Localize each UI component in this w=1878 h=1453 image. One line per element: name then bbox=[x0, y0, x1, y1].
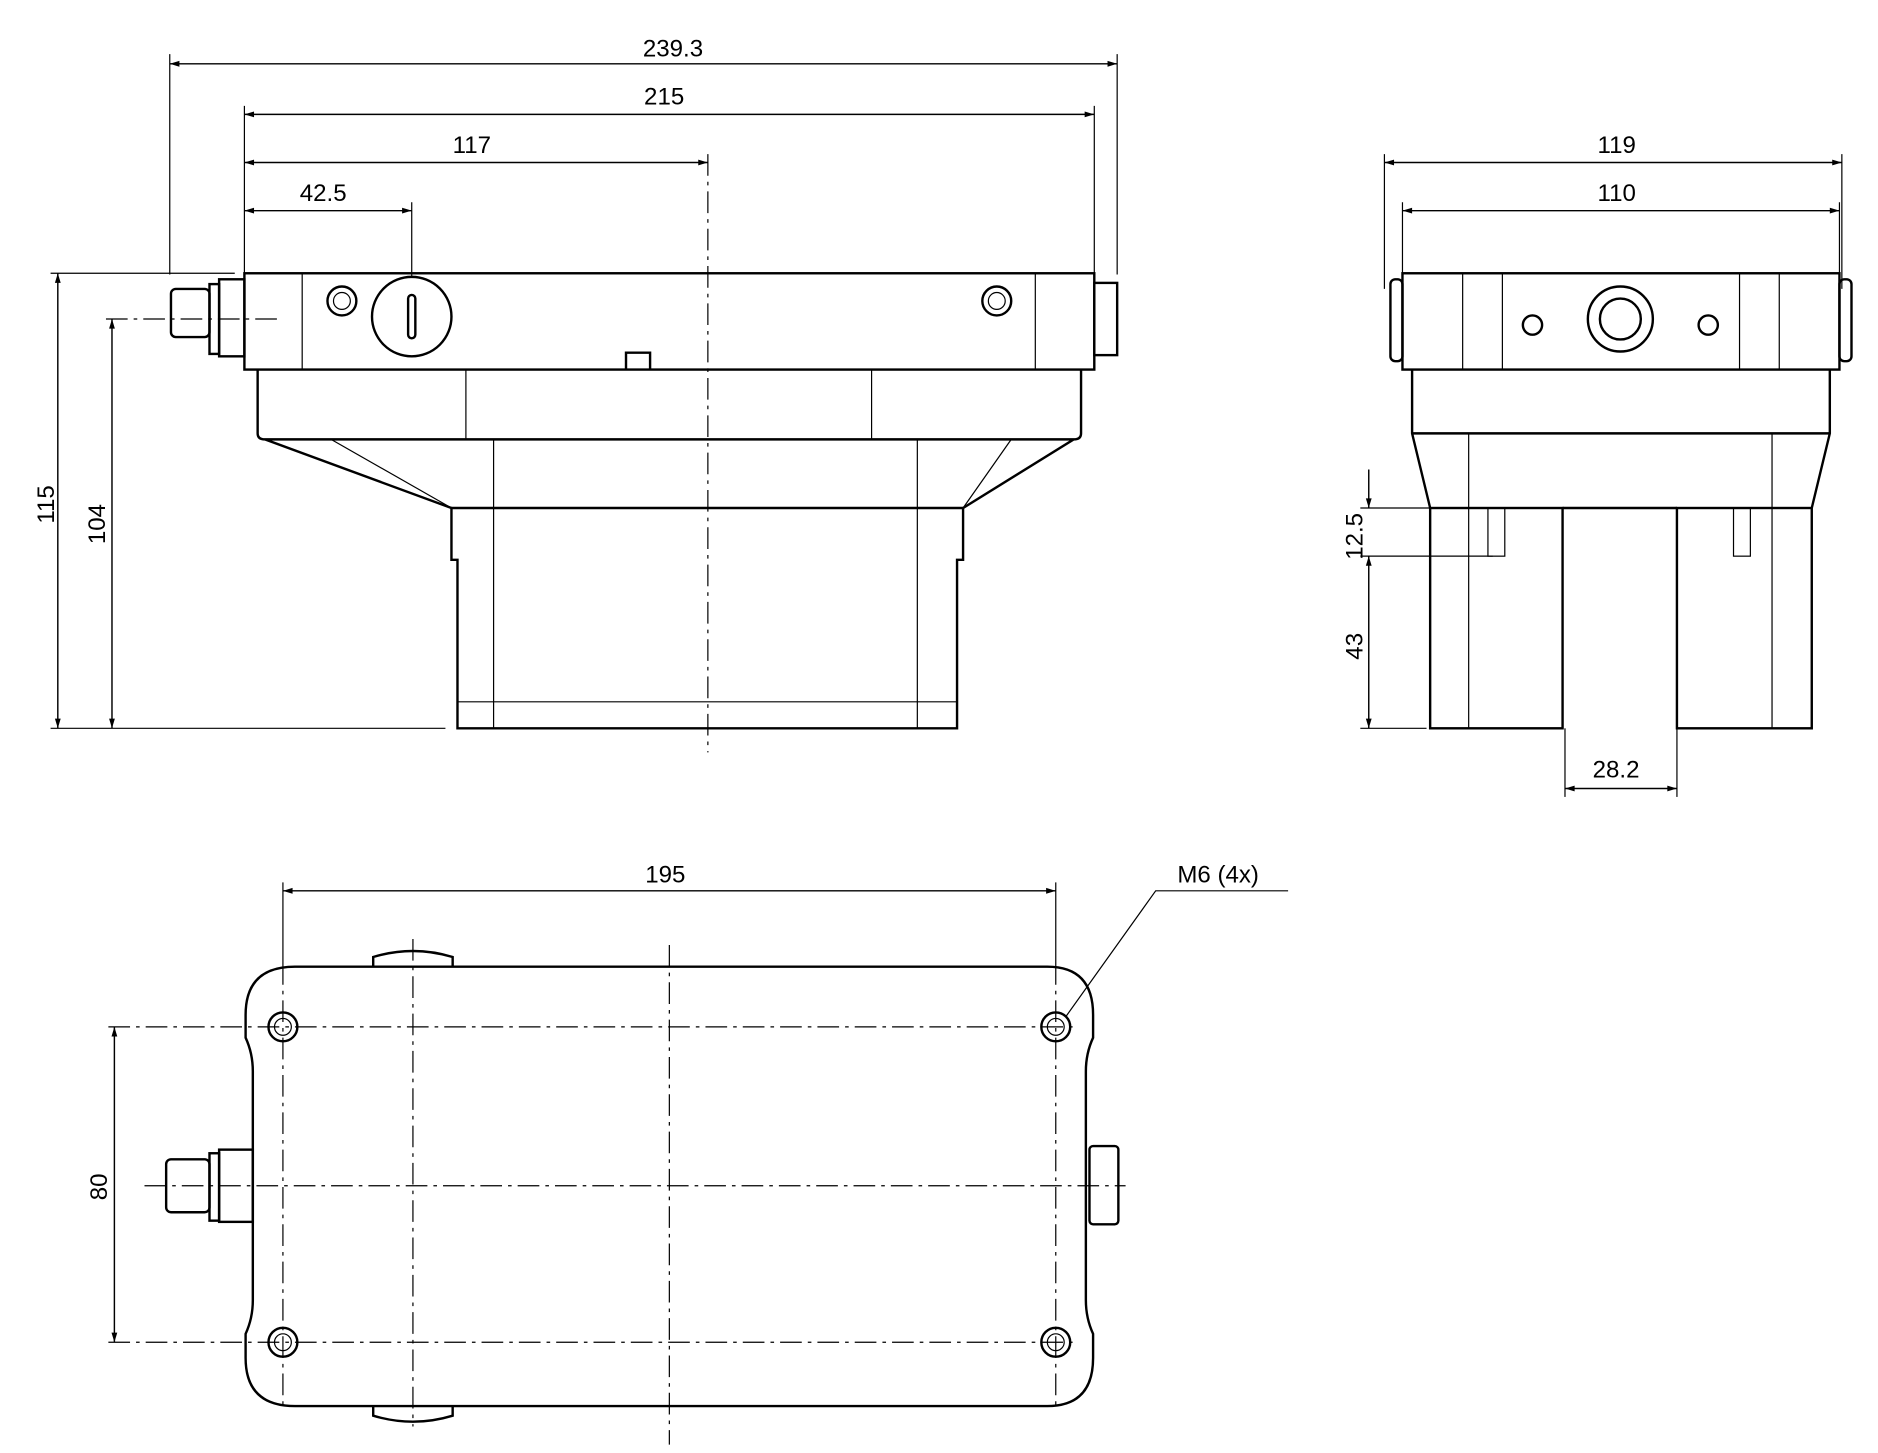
connector-right-bottom bbox=[1088, 1144, 1120, 1226]
screw-icon bbox=[1521, 314, 1544, 336]
dim-117: 117 bbox=[453, 132, 491, 159]
thread-note: M6 (4x) bbox=[1177, 861, 1259, 888]
housing-bottom bbox=[450, 506, 965, 730]
screw-icon bbox=[326, 285, 358, 317]
dim-119: 119 bbox=[1597, 132, 1635, 159]
dim-43: 43 bbox=[1342, 633, 1369, 660]
dim-28-2: 28.2 bbox=[1593, 757, 1640, 784]
screw-icon bbox=[1697, 314, 1720, 336]
side-view: 119 110 12.5 43 28.2 bbox=[1342, 132, 1853, 797]
hole-icon bbox=[267, 1011, 299, 1043]
base-plate bbox=[244, 965, 1095, 1408]
dim-80: 80 bbox=[86, 1173, 113, 1200]
hole-icon bbox=[267, 1326, 299, 1358]
dim-42-5: 42.5 bbox=[300, 180, 347, 207]
dim-239-3: 239.3 bbox=[643, 36, 703, 63]
dim-215: 215 bbox=[644, 84, 684, 111]
bottom-view: 195 M6 (4x) 80 bbox=[86, 861, 1289, 1445]
mounting-holes bbox=[267, 1011, 1072, 1358]
connector-left-bottom bbox=[164, 1148, 255, 1224]
housing-middle bbox=[256, 369, 1083, 510]
cap-icon bbox=[370, 275, 453, 358]
hole-icon bbox=[1040, 1326, 1072, 1358]
dim-195: 195 bbox=[645, 861, 685, 888]
leg-right bbox=[1675, 506, 1813, 730]
connector-left bbox=[169, 278, 246, 358]
dim-12-5: 12.5 bbox=[1342, 513, 1369, 560]
front-view: 239.3 215 117 42.5 115 104 bbox=[33, 36, 1119, 753]
connector-right bbox=[1093, 281, 1119, 357]
dim-104: 104 bbox=[84, 504, 111, 544]
dim-115: 115 bbox=[33, 485, 60, 523]
gland-icon bbox=[1586, 285, 1655, 353]
front-dimensions: 239.3 215 117 42.5 115 104 bbox=[33, 36, 1118, 729]
dim-110: 110 bbox=[1597, 180, 1635, 207]
screw-icon bbox=[981, 285, 1013, 317]
hole-icon bbox=[1040, 1011, 1072, 1043]
leg-left bbox=[1428, 506, 1564, 730]
